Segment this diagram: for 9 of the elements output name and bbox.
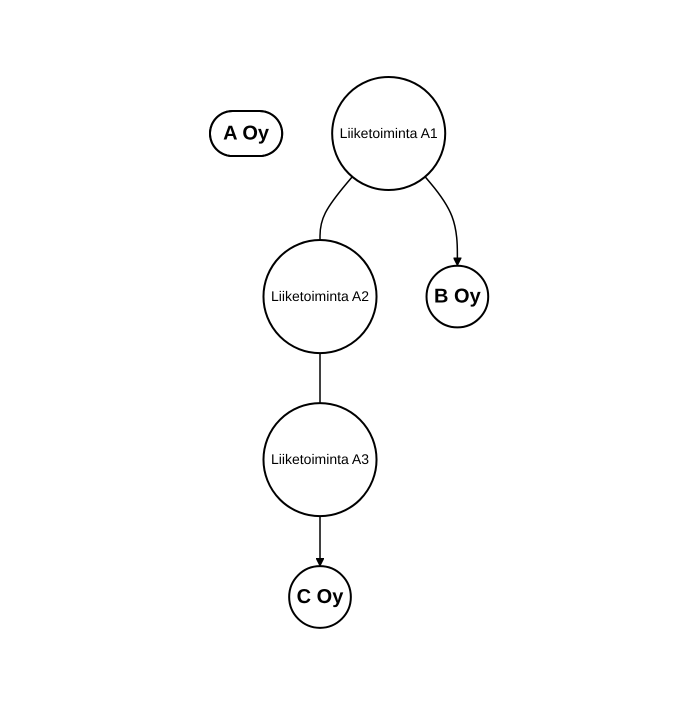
node-circle: Liiketoiminta A3 xyxy=(262,402,378,517)
node-circle: B Oy xyxy=(426,264,490,328)
connector xyxy=(320,352,322,403)
node-circle: Liiketoiminta A1 xyxy=(332,76,447,191)
node-circle: Liiketoiminta A2 xyxy=(262,238,378,354)
node-circle: C Oy xyxy=(288,564,352,628)
arrow xyxy=(424,176,462,266)
connector xyxy=(320,176,354,240)
arrow xyxy=(316,516,325,566)
